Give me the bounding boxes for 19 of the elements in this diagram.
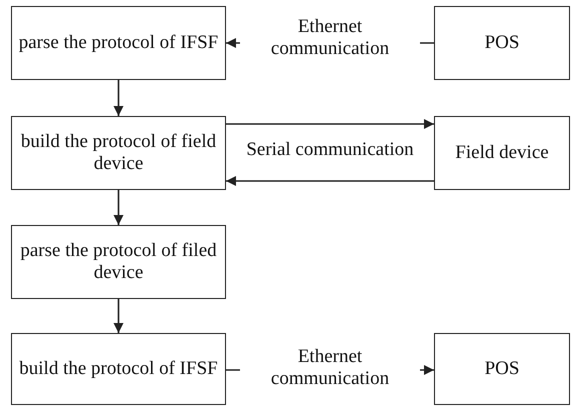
box-label: build the protocol of IFSF (19, 358, 218, 380)
arrow (226, 176, 434, 186)
arrow (114, 80, 124, 116)
box-label: POS (484, 358, 520, 380)
process-box (11, 6, 226, 80)
process-box (11, 116, 226, 190)
process-box (434, 6, 570, 80)
box-label: parse the protocol of filed device (19, 240, 218, 284)
box-label: POS (484, 32, 520, 54)
box-label: parse the protocol of IFSF (18, 32, 218, 54)
arrow (226, 119, 434, 129)
arrow (114, 190, 124, 225)
process-box (434, 333, 570, 405)
box-label: build the protocol of field device (20, 131, 218, 175)
box-label: Field device (455, 142, 549, 164)
arrow (114, 299, 124, 333)
process-box (11, 225, 226, 299)
process-box (434, 116, 570, 190)
process-box (11, 333, 226, 405)
